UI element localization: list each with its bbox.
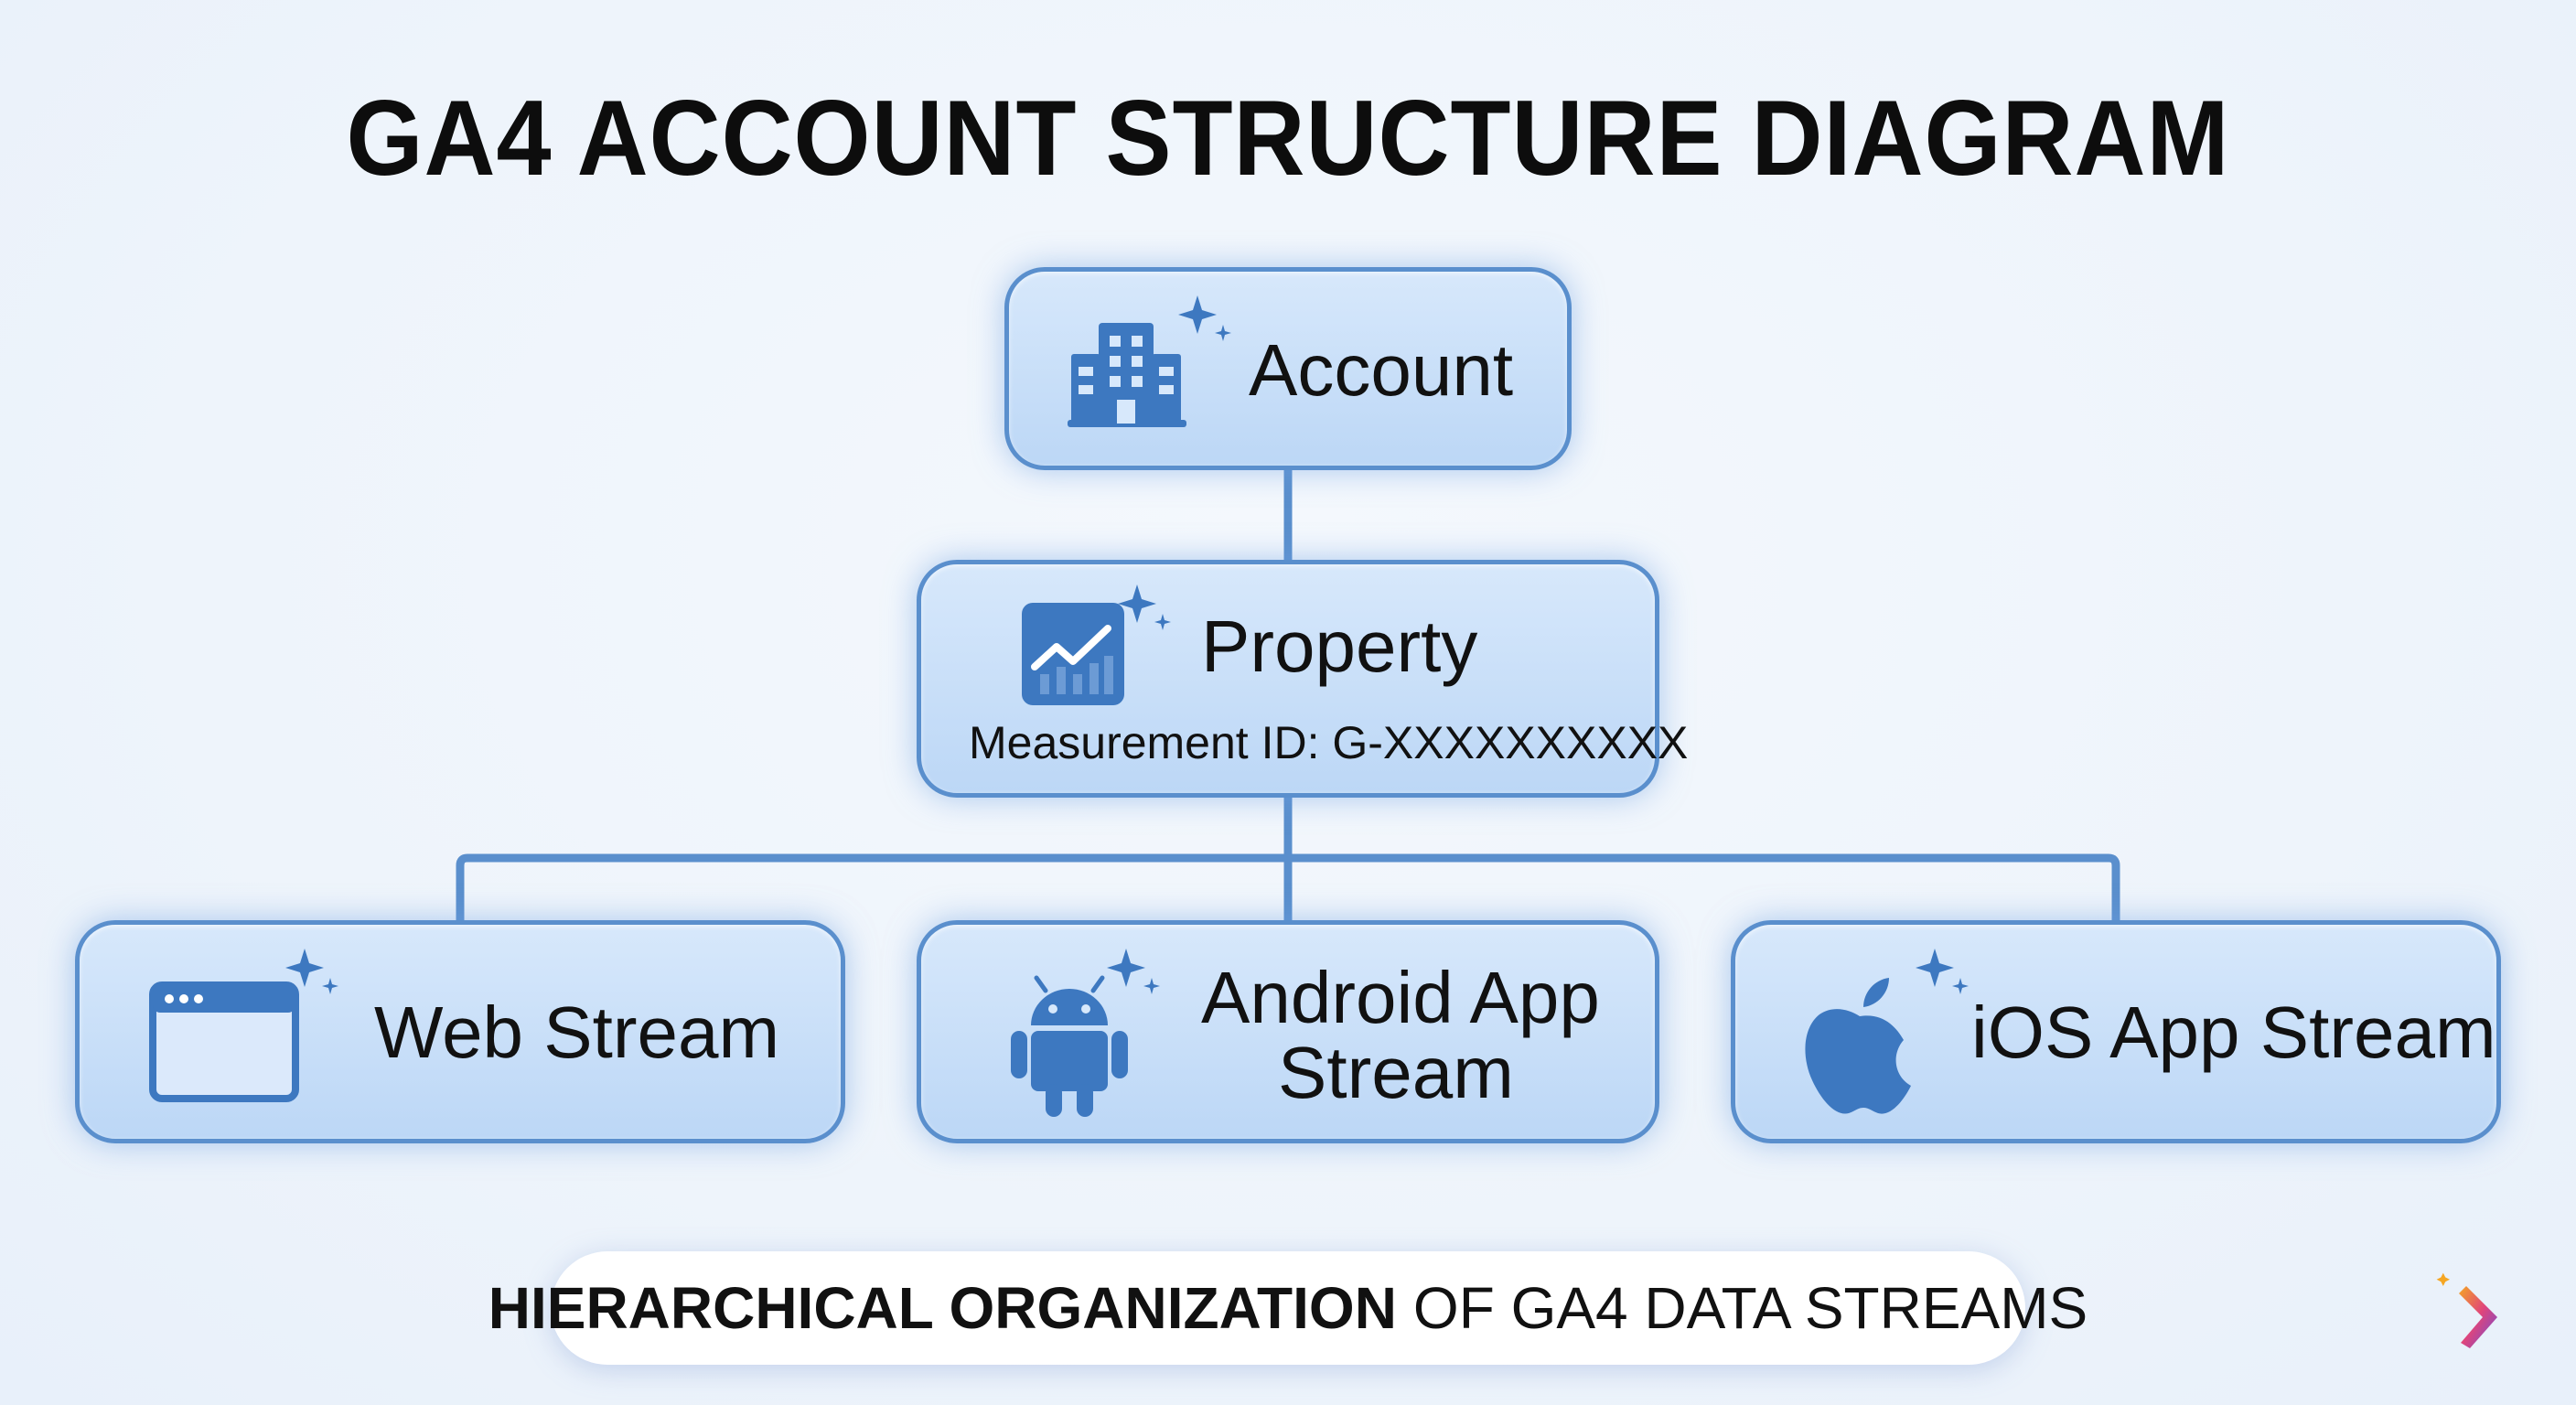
- account-node: Account: [1004, 267, 1572, 470]
- property-label: Property: [1201, 606, 1478, 687]
- brand-logo-icon: [2436, 1272, 2497, 1348]
- ios-stream-label: iOS App Stream: [1971, 992, 2496, 1073]
- sparkle-icon: [1107, 949, 1160, 994]
- ios-stream-node: iOS App Stream: [1731, 920, 2501, 1143]
- connector-branch-bar: [456, 853, 2120, 927]
- analytics-chart-icon: [1022, 603, 1124, 705]
- android-icon: [1011, 975, 1128, 1117]
- caption-pill: HIERARCHICAL ORGANIZATION OF GA4 DATA ST…: [488, 1251, 2088, 1365]
- apple-icon: [1805, 978, 1911, 1114]
- android-stream-label-line1: Android App: [1201, 957, 1600, 1038]
- sparkle-icon: [1118, 585, 1171, 630]
- account-label: Account: [1249, 329, 1514, 411]
- measurement-id-label: Measurement ID: G-XXXXXXXXXX: [969, 717, 1689, 768]
- android-stream-node: Android App Stream: [917, 920, 1659, 1143]
- diagram-title: GA4 ACCOUNT STRUCTURE DIAGRAM: [346, 78, 2230, 198]
- sparkle-icon: [1916, 949, 1969, 994]
- caption-regular: OF GA4 DATA STREAMS: [1412, 1275, 2088, 1341]
- web-stream-label: Web Stream: [374, 992, 780, 1073]
- web-stream-node: Web Stream: [75, 920, 845, 1143]
- sparkle-icon: [1178, 295, 1231, 341]
- sparkle-icon: [285, 949, 338, 994]
- android-stream-label-line2: Stream: [1278, 1032, 1514, 1113]
- property-node: Property Measurement ID: G-XXXXXXXXXX: [917, 560, 1688, 798]
- browser-window-icon: [149, 981, 299, 1102]
- building-icon: [1068, 323, 1186, 427]
- caption-bold: HIERARCHICAL ORGANIZATION: [488, 1275, 1397, 1341]
